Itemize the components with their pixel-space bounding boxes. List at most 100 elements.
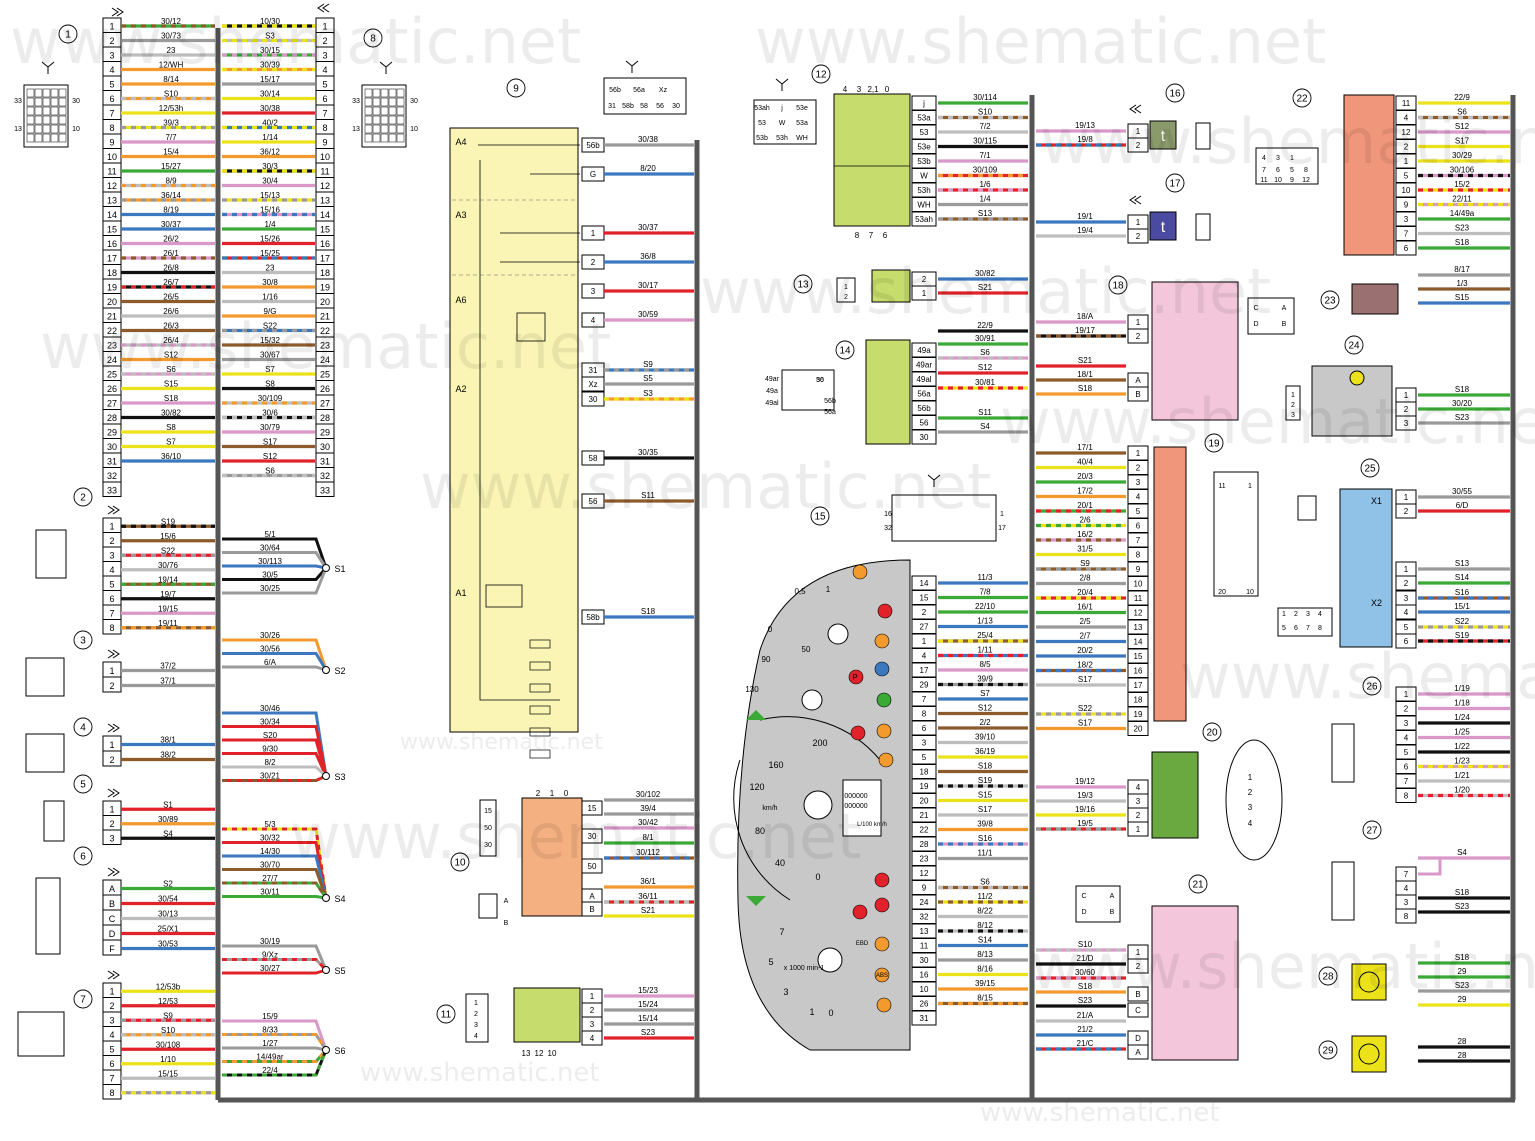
connector8-pin-label: 21 (320, 312, 330, 322)
block21-pin-B (1127, 986, 1149, 1002)
splice-s6-wire-stripe (222, 1033, 328, 1051)
connector1-cell (42, 97, 51, 107)
connector8-pin-label: 32 (320, 471, 330, 481)
connector2-wire-label: 15/6 (160, 532, 176, 541)
battery-lamp-icon (852, 904, 868, 920)
block21-pin-A (1127, 1044, 1149, 1060)
block19-pin-20 (1127, 721, 1149, 736)
block19-body (1153, 446, 1187, 722)
block20-face-pin: 2 (1248, 788, 1253, 797)
block9-conn-label: 31 (608, 103, 616, 110)
block18-conn-label: D (1253, 321, 1258, 328)
block14-conn-label: 30 (816, 377, 824, 384)
block12-top-label: 3 (857, 85, 862, 94)
connector1-pin-label: 20 (107, 297, 117, 307)
connector1-pin-label: 22 (107, 326, 117, 336)
connector1-cell (42, 133, 51, 143)
block9-conn-label: 58 (640, 103, 648, 110)
block14-pin-label: 49al (916, 375, 931, 384)
connector8-pin-label: 16 (320, 239, 330, 249)
block25-wire-label: 6/D (1456, 501, 1469, 510)
block19-pin-label: 3 (1136, 478, 1141, 487)
connector8-cell (380, 106, 389, 116)
connector7-wire-label: 12/53b (156, 982, 181, 991)
connector1-wire-label: 30/82 (161, 409, 182, 418)
connector1-cell (50, 97, 59, 107)
splice-s4-wire (222, 868, 328, 899)
block17-number: 17 (1169, 179, 1181, 190)
block10-pin-50 (581, 858, 603, 874)
block19-pin-label: 12 (1134, 609, 1143, 618)
connector3-wire-label: 37/2 (160, 662, 176, 671)
block22-pin-label: 6 (1404, 244, 1409, 253)
splice-s1-node (322, 564, 330, 572)
block19-wire-label: 20/4 (1077, 588, 1093, 597)
connector1-side-label: 30 (72, 98, 80, 105)
block15-pin-label: 5 (922, 753, 927, 762)
connector8-wire-label: 1/14 (262, 133, 278, 142)
block17-pin-label: 2 (1136, 232, 1141, 241)
block11-wire-label: 15/24 (638, 1000, 659, 1009)
block25-body (1339, 488, 1393, 648)
block15-pin-label: 17 (920, 666, 929, 675)
block15-connector-face (891, 494, 997, 542)
block21-wire-label: 30/60 (1075, 968, 1096, 977)
block9-conn-label: 56a (633, 87, 645, 94)
block13-pin-label: 2 (922, 275, 927, 284)
block11-wire-label: 15/23 (638, 986, 659, 995)
block22-pin-label: 5 (1404, 172, 1409, 181)
connector2-wire-label: 19/7 (160, 590, 176, 599)
connector7-wire-label: 15/15 (158, 1069, 179, 1078)
position-lamp-icon (876, 692, 892, 708)
connector1-cell (42, 115, 51, 125)
block10-top-label: 1 (550, 789, 555, 798)
block9-section-label: A6 (455, 295, 466, 305)
block18-wire-label: 18/A (1077, 312, 1094, 321)
connector8-cell (388, 115, 397, 125)
block12-pin-53ah (911, 211, 937, 227)
block22-face (1255, 147, 1319, 185)
block25-pin-label: 2 (1404, 507, 1409, 516)
block15-wire-label: S19 (978, 776, 993, 785)
block11-face-pin: 3 (474, 1022, 478, 1029)
connector8-side-label: 33 (352, 98, 360, 105)
block11-bottom-label: 12 (535, 1049, 544, 1058)
block11-face-pin: 4 (474, 1033, 478, 1040)
block19-pin-label: 15 (1134, 652, 1143, 661)
block13-pin-label: 1 (922, 289, 927, 298)
ebd-lamp-icon (874, 936, 890, 952)
block19-wire-label: 17/2 (1077, 487, 1093, 496)
connector1-pin-label: 17 (107, 254, 117, 264)
block15-pin-label: 8 (922, 710, 927, 719)
splice-s6-wire-stripe (222, 1049, 328, 1063)
block14-body (865, 339, 911, 445)
odometer-unit: L/100 km/h (857, 822, 887, 828)
block19-wire-label: 20/3 (1077, 472, 1093, 481)
connector4-circle (73, 717, 93, 737)
connector8-pin-label: 27 (320, 399, 330, 409)
splice-s1-wire-label: 5/1 (264, 530, 276, 539)
connector1-cell (50, 88, 59, 98)
block21-conn-label: A (1110, 893, 1115, 900)
block11-face-pin: 1 (474, 1000, 478, 1007)
lamp-icon (1358, 1043, 1380, 1065)
block12-conn-label: j (780, 105, 783, 112)
connector2-wire-label: 19/14 (158, 575, 179, 584)
connector1-pin-label: 18 (107, 268, 117, 278)
connector8-wire-label: 36/12 (260, 148, 281, 157)
connector4-number: 4 (80, 723, 86, 734)
block15-wire-label: 11/2 (978, 892, 994, 901)
splice-s1-wire (222, 567, 328, 581)
connector5-wire-label: S4 (163, 829, 173, 838)
connector8-side-label: 13 (352, 126, 360, 133)
parking-brake-lamp-icon (848, 669, 864, 685)
connector1-pin-label: 4 (109, 65, 114, 75)
block12-conn-label: 53 (758, 120, 766, 127)
temp-gauge-label: 90 (762, 655, 771, 664)
connector8-wire-label: 30/38 (260, 104, 281, 113)
block27-wire-label: S23 (1455, 902, 1470, 911)
block12-wire-label: 30/114 (973, 93, 997, 102)
connector6-pin-label: C (109, 914, 116, 924)
connector5-pin-label: 1 (109, 805, 114, 815)
